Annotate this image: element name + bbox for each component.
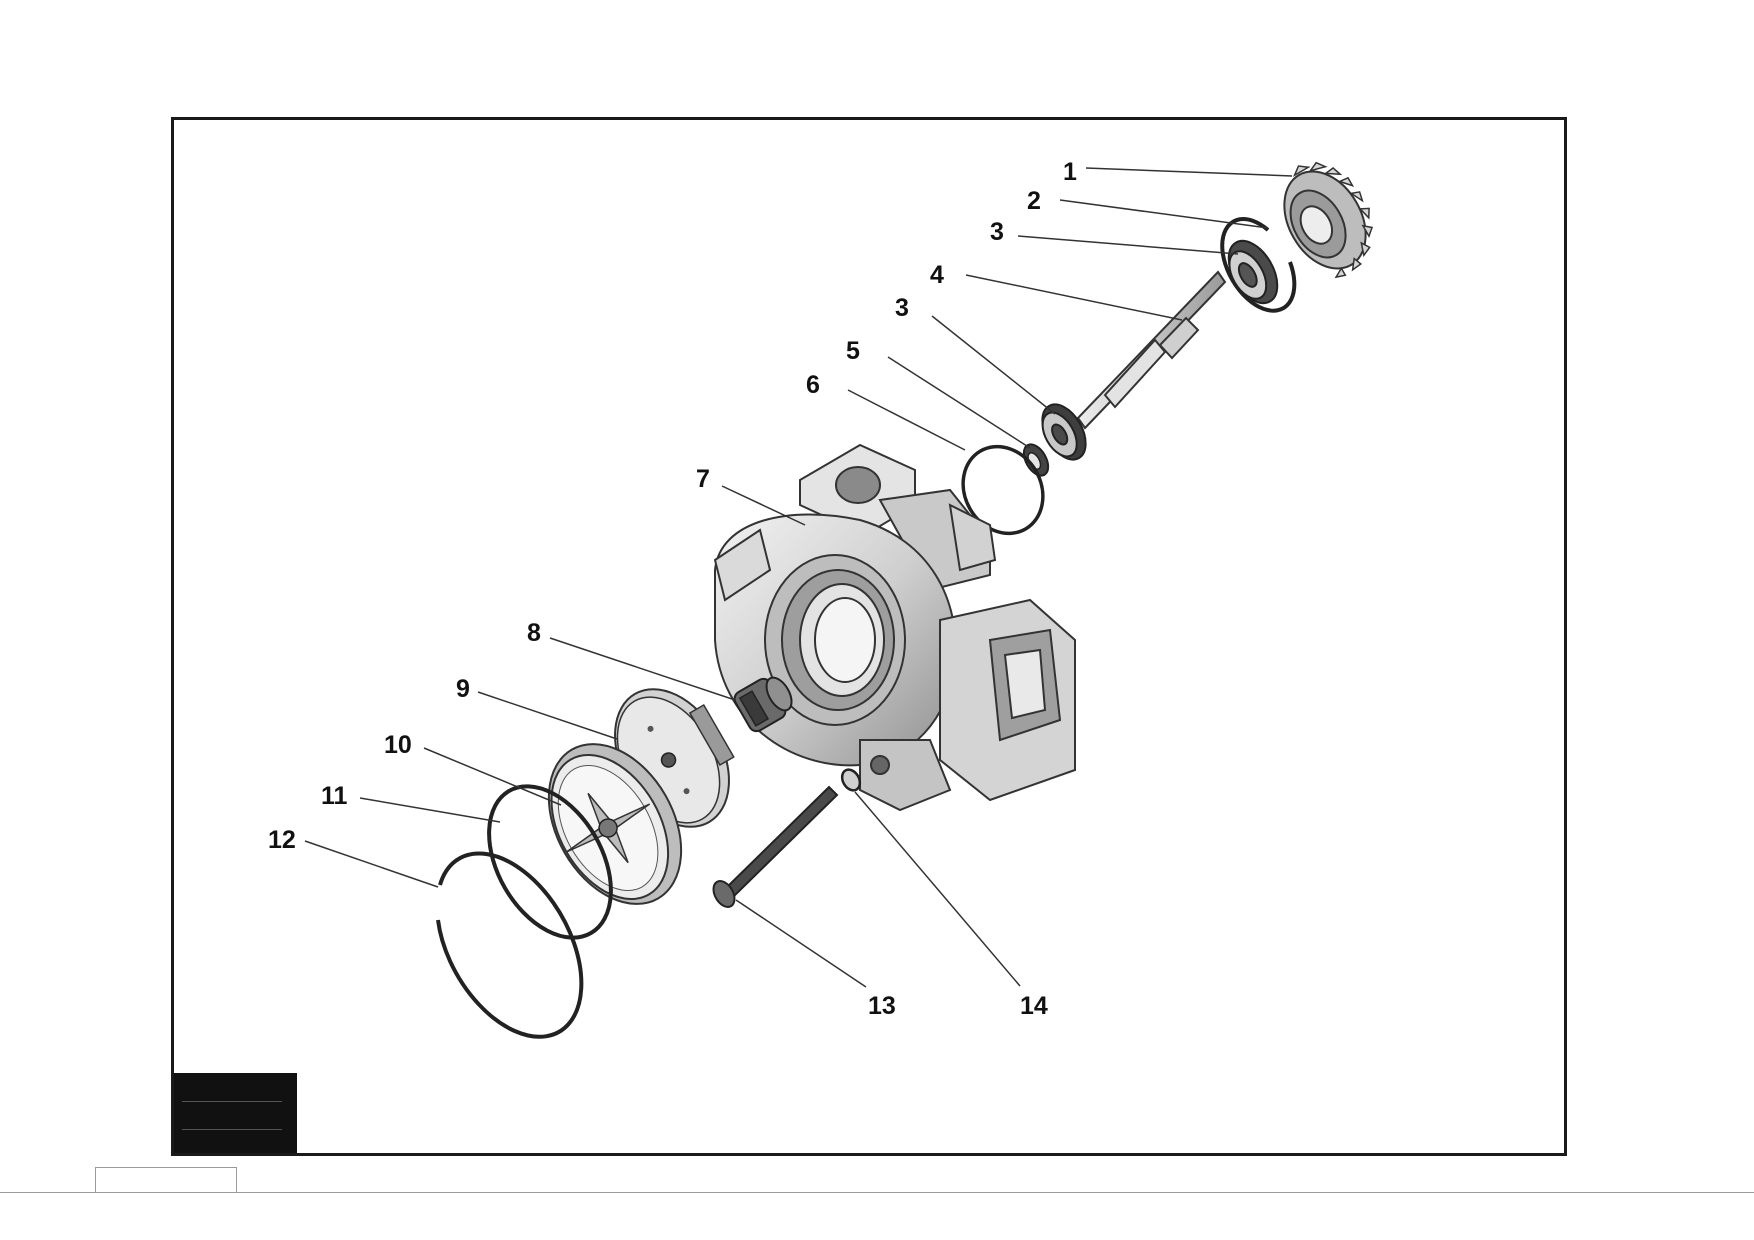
svg-text:13: 13 bbox=[868, 992, 896, 1020]
page-footer-line bbox=[0, 1192, 1754, 1193]
callout-7: 7 bbox=[696, 465, 806, 526]
svg-text:3: 3 bbox=[990, 218, 1004, 246]
callout-5: 5 bbox=[846, 337, 1031, 449]
svg-text:2: 2 bbox=[1027, 187, 1041, 215]
svg-text:9: 9 bbox=[456, 675, 470, 703]
title-block-corner bbox=[174, 1073, 297, 1153]
callout-12: 12 bbox=[268, 826, 439, 888]
large-o-ring-part bbox=[487, 784, 613, 940]
callout-9: 9 bbox=[456, 675, 618, 740]
callout-10: 10 bbox=[384, 731, 562, 806]
svg-text:14: 14 bbox=[1020, 992, 1048, 1020]
svg-text:5: 5 bbox=[846, 337, 860, 365]
svg-text:3: 3 bbox=[895, 294, 909, 322]
svg-text:10: 10 bbox=[384, 731, 412, 759]
page-footer-tab bbox=[95, 1167, 237, 1193]
callout-8: 8 bbox=[527, 619, 736, 701]
callout-14: 14 bbox=[854, 791, 1048, 1020]
bearing-lower-part bbox=[1041, 403, 1087, 461]
svg-text:11: 11 bbox=[321, 782, 348, 810]
callout-1: 1 bbox=[1063, 158, 1293, 186]
callout-13: 13 bbox=[735, 899, 896, 1020]
callout-11: 11 bbox=[321, 782, 501, 823]
callout-4: 4 bbox=[930, 261, 1183, 321]
cover-plate-part bbox=[547, 743, 683, 905]
bearing-upper-part bbox=[1227, 239, 1279, 305]
callout-3-lower: 3 bbox=[895, 294, 1056, 415]
pump-housing-part bbox=[713, 443, 1076, 812]
svg-text:12: 12 bbox=[268, 826, 296, 854]
o-ring-part bbox=[961, 444, 1045, 536]
gear-part bbox=[1283, 161, 1374, 279]
svg-text:4: 4 bbox=[930, 261, 944, 289]
callout-2: 2 bbox=[1027, 187, 1269, 229]
impeller-nut-part bbox=[733, 676, 793, 733]
shaft-part bbox=[1076, 270, 1227, 430]
svg-text:8: 8 bbox=[527, 619, 541, 647]
callout-6: 6 bbox=[806, 371, 966, 451]
svg-text:6: 6 bbox=[806, 371, 820, 399]
bolt-part bbox=[712, 785, 839, 908]
drawing-frame bbox=[171, 117, 1567, 1156]
retaining-ring-part bbox=[436, 851, 584, 1039]
washer-part bbox=[840, 768, 862, 792]
callout-3-upper: 3 bbox=[990, 218, 1239, 255]
svg-text:7: 7 bbox=[696, 465, 710, 493]
svg-text:1: 1 bbox=[1063, 158, 1077, 186]
